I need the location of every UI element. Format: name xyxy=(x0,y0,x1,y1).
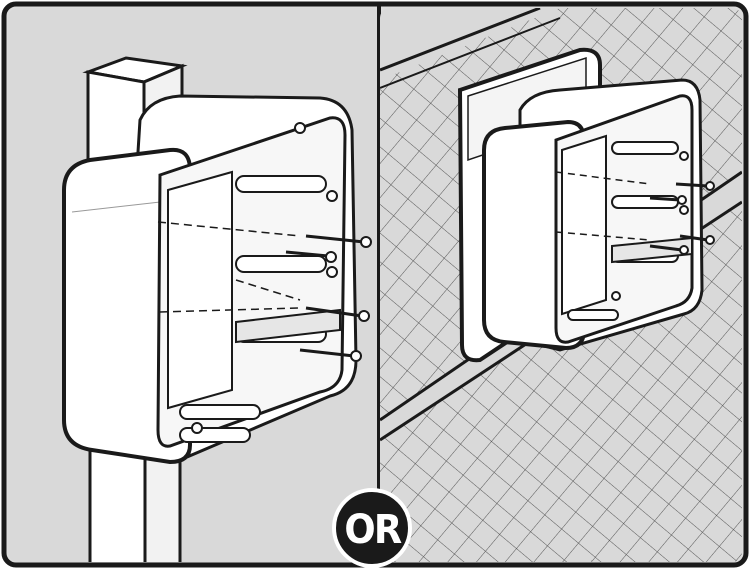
junction-box-wall xyxy=(457,47,715,363)
left-panel-pole-mount xyxy=(8,8,380,562)
junction-box-pole xyxy=(62,94,372,465)
screws-left xyxy=(285,234,372,362)
screws-right xyxy=(649,181,715,255)
or-badge: OR xyxy=(332,488,412,568)
or-label: OR xyxy=(344,507,402,553)
right-panel-wall-mount xyxy=(380,8,742,562)
